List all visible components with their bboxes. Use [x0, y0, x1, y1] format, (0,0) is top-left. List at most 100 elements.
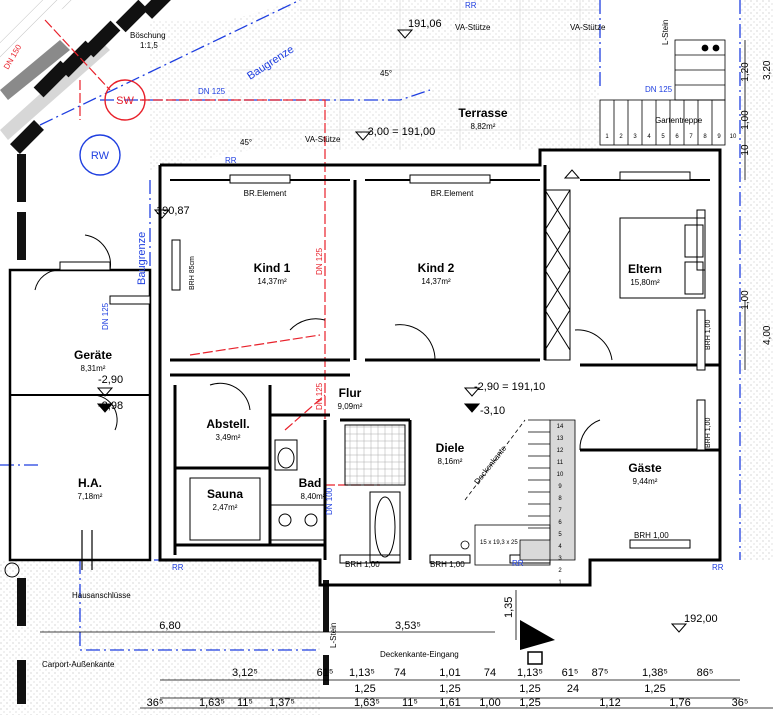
- dim-row1-value: 74: [484, 667, 496, 679]
- garden-step-number: 8: [703, 134, 707, 140]
- dimension-lines: [40, 40, 773, 709]
- garden-step-number: 6: [675, 134, 679, 140]
- level-298: -2,98: [98, 400, 123, 412]
- stair-step-number: 14: [557, 424, 564, 430]
- dim-row3-value: 1,12: [599, 697, 620, 709]
- room-name-bad: Bad: [299, 476, 322, 490]
- label-l-stein: L-Stein: [661, 20, 670, 45]
- label-dn100: DN 100: [325, 487, 334, 515]
- label-boeschung-ratio: 1:1,5: [140, 41, 158, 50]
- garden-step-number: 3: [633, 134, 637, 140]
- entrance-marker-icon: [527, 651, 543, 665]
- level-markers: [96, 29, 688, 633]
- dim-135: 1,35: [503, 597, 515, 618]
- dim-row1-value: 1,13⁵: [517, 667, 543, 679]
- stair-step-number: 3: [558, 556, 562, 562]
- room-name-abstell: Abstell.: [206, 417, 249, 431]
- label-dn125-flur: DN 125: [315, 382, 324, 410]
- dim-row2-value: 1,25: [439, 683, 460, 695]
- dim-680: 6,80: [159, 620, 180, 632]
- room-name-diele: Diele: [436, 441, 465, 455]
- dim-row2-value: 1,25: [519, 683, 540, 695]
- dim-right-mid: 4,00: [762, 325, 773, 345]
- stair-step-number: 8: [558, 496, 562, 502]
- label-dn125-mid: DN 125: [315, 247, 324, 275]
- label-br-element-1: BR.Element: [244, 189, 287, 198]
- garden-step-number: 1: [605, 134, 609, 140]
- dim-row2-value: 1,25: [644, 683, 665, 695]
- stair-step-number: 6: [558, 520, 562, 526]
- label-deckenkante-eingang: Deckenkante-Eingang: [380, 650, 459, 659]
- label-rr-3: RR: [512, 559, 524, 568]
- room-area-diele: 8,16m²: [438, 457, 463, 466]
- dim-right-value: 1,20: [740, 62, 751, 82]
- label-rw: RW: [91, 150, 110, 162]
- stair-step-number: 9: [558, 484, 562, 490]
- stair-step-number: 5: [558, 532, 562, 538]
- level-diele: -2,90 = 191,10: [474, 381, 545, 393]
- label-brh85: BRH 85cm: [189, 256, 196, 290]
- dim-row3-value: 1,37⁵: [269, 697, 295, 709]
- level-310: -3,10: [480, 405, 505, 417]
- room-area-gaeste: 9,44m²: [633, 477, 658, 486]
- dim-row1-value: 1,01: [439, 667, 460, 679]
- dim-row1-value: 86⁵: [697, 667, 714, 679]
- section-arrow-icon: [520, 620, 555, 650]
- label-va-stuetze-2: VA-Stütze: [570, 23, 606, 32]
- room-name-flur: Flur: [339, 386, 362, 400]
- rw-manhole-icon: [79, 134, 121, 176]
- room-area-terrasse: 8,82m²: [471, 122, 496, 131]
- label-boeschung: Böschung: [130, 31, 166, 40]
- label-dn125-left: DN 125: [101, 302, 110, 330]
- garden-stairs: [599, 39, 726, 146]
- label-dn125-top: DN 125: [198, 87, 226, 96]
- dim-row1-value: 61⁵: [317, 667, 334, 679]
- label-baugrenze-left: Baugrenze: [136, 232, 148, 285]
- garden-step-number: 9: [717, 134, 721, 140]
- dim-row3-value: 1,25: [519, 697, 540, 709]
- bed: [619, 217, 706, 299]
- room-name-terrasse: Terrasse: [458, 106, 507, 120]
- label-brh100-5: BRH 1,00: [430, 560, 465, 569]
- dim-row2-value: 1,25: [354, 683, 375, 695]
- dim-row3-value: 1,63⁵: [199, 697, 225, 709]
- room-area-bad: 8,40m²: [301, 492, 326, 501]
- label-brh100-2: BRH 1,00: [705, 418, 712, 448]
- label-br-element-2: BR.Element: [431, 189, 474, 198]
- stair-step-number: 10: [557, 472, 564, 478]
- dim-row3-value: 36⁵: [147, 697, 164, 709]
- dim-row1-value: 74: [394, 667, 406, 679]
- stair-step-number: 11: [557, 460, 564, 466]
- label-sw: SW: [116, 95, 134, 107]
- label-stair-dim: 15 x 19,3 x 25: [480, 540, 518, 546]
- stair-step-number: 4: [558, 544, 562, 550]
- dim-right-value: 1,00: [740, 290, 751, 310]
- stair-step-number: 13: [557, 436, 564, 442]
- dim-right-value: 10: [740, 144, 751, 156]
- room-name-geraete: Geräte: [74, 348, 112, 362]
- level-19200: 192,00: [684, 613, 718, 625]
- room-area-kind1: 14,37m²: [257, 277, 287, 286]
- dim-row1-value: 1,38⁵: [642, 667, 668, 679]
- label-brh100-3: BRH 1,00: [634, 531, 669, 540]
- garden-step-number: 4: [647, 134, 651, 140]
- dim-row1-value: 87⁵: [592, 667, 609, 679]
- main-stairs: [460, 419, 576, 566]
- room-name-sauna: Sauna: [207, 487, 243, 501]
- dim-row3-value: 1,61: [439, 697, 460, 709]
- windows: [59, 171, 706, 564]
- room-name-ha: H.A.: [78, 476, 102, 490]
- level-19087: 190,87: [156, 205, 190, 217]
- dim-353: 3,53⁵: [395, 620, 421, 632]
- stair-step-number: 2: [558, 568, 562, 574]
- dim-row2-value: 24: [567, 683, 579, 695]
- garden-step-number: 10: [730, 134, 737, 140]
- dim-row1-value: 3,12⁵: [232, 667, 258, 679]
- stair-step-number: 1: [558, 580, 562, 586]
- dim-row3-value: 1,63⁵: [354, 697, 380, 709]
- sw-manhole-icon: [104, 79, 146, 121]
- label-rr-5: RR: [465, 1, 477, 10]
- dim-right-top: 3,20: [762, 60, 773, 80]
